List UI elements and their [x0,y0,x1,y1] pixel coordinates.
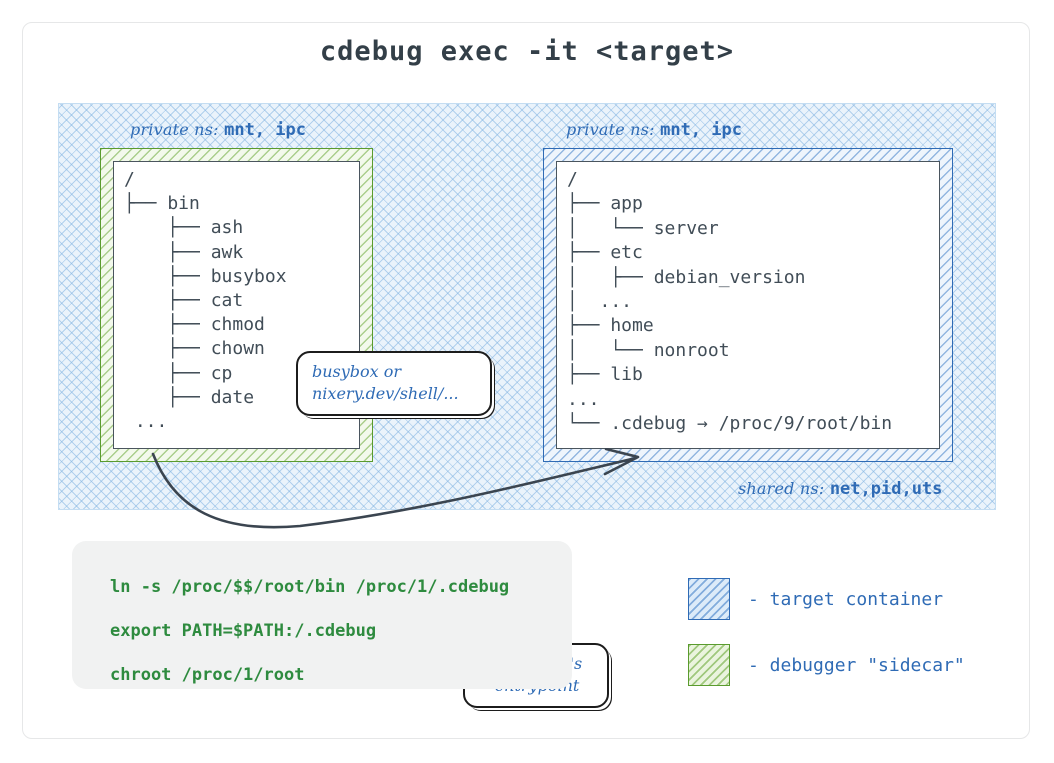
legend-label-target: - target container [748,588,944,610]
legend-swatch-target-icon [688,578,730,620]
command-line-3: chroot /proc/1/root [110,665,305,685]
legend-label-sidecar: - debugger "sidecar" [748,654,965,676]
page-title: cdebug exec -it <target> [319,36,735,67]
legend-row-sidecar: - debugger "sidecar" [688,632,1008,698]
target-container: / ├── app │ └── server ├── etc │ ├── deb… [543,148,953,462]
label-shared-ns-value: net,pid,uts [829,479,943,499]
label-shared-ns-prefix: shared ns: [738,479,825,498]
legend: - target container - debugger "sidecar" [688,566,1008,698]
command-line-2: export PATH=$PATH:/.cdebug [110,621,377,641]
label-private-ns-target-value: mnt, ipc [660,120,742,140]
target-file-tree: / ├── app │ └── server ├── etc │ ├── deb… [567,169,893,435]
label-private-ns-target: private ns: mnt, ipc [566,120,742,140]
sidecar-file-tree: / ├── bin ├── ash ├── awk ├── busybox ├─… [124,169,287,433]
command-line-1: ln -s /proc/$$/root/bin /proc/1/.cdebug [110,577,510,597]
entrypoint-commands-box: ln -s /proc/$$/root/bin /proc/1/.cdebug … [72,541,572,689]
label-private-ns-sidecar-value: mnt, ipc [224,120,306,140]
legend-row-target: - target container [688,566,1008,632]
label-private-ns-sidecar-prefix: private ns: [130,120,219,139]
label-private-ns-target-prefix: private ns: [566,120,655,139]
label-private-ns-sidecar: private ns: mnt, ipc [130,120,306,140]
callout-busybox-image: busybox or nixery.dev/shell/... [296,351,492,416]
target-filesystem-panel: / ├── app │ └── server ├── etc │ ├── deb… [556,161,940,449]
legend-swatch-sidecar-icon [688,644,730,686]
label-shared-ns: shared ns: net,pid,uts [738,479,942,499]
